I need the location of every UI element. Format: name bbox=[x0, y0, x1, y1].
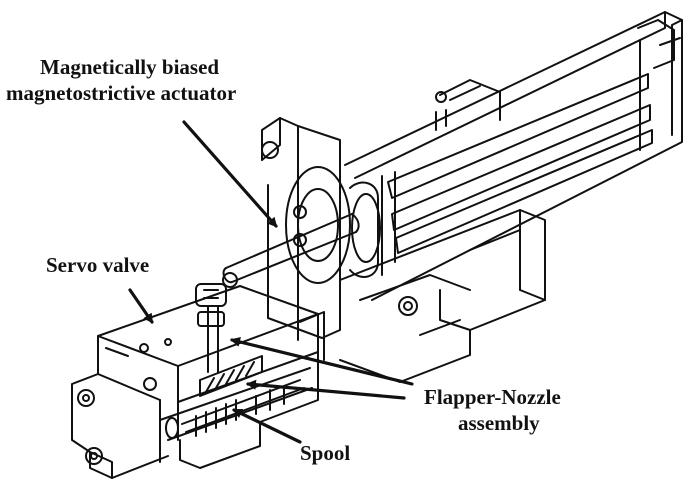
push-rod bbox=[195, 213, 360, 373]
mounting-plate bbox=[261, 117, 351, 341]
flapper-nozzle-label-line1: Flapper-Nozzle bbox=[424, 385, 561, 409]
base-block bbox=[339, 209, 546, 383]
servo-valve-body bbox=[71, 285, 325, 479]
actuator-housing bbox=[344, 11, 683, 301]
servo-valve-arrow bbox=[128, 288, 154, 324]
flapper-arrow-lower bbox=[246, 379, 406, 400]
flapper-arrow-upper bbox=[230, 337, 414, 386]
actuator-label-line1: Magnetically biased bbox=[40, 55, 220, 79]
flapper-nozzle-label-line2: assembly bbox=[458, 411, 540, 435]
servo-valve-label: Servo valve bbox=[46, 253, 150, 277]
spool-arrow bbox=[232, 408, 302, 444]
spool-label: Spool bbox=[300, 441, 351, 465]
actuator-arrow bbox=[182, 120, 278, 228]
actuator-label-line2: magnetostrictive actuator bbox=[6, 81, 237, 105]
